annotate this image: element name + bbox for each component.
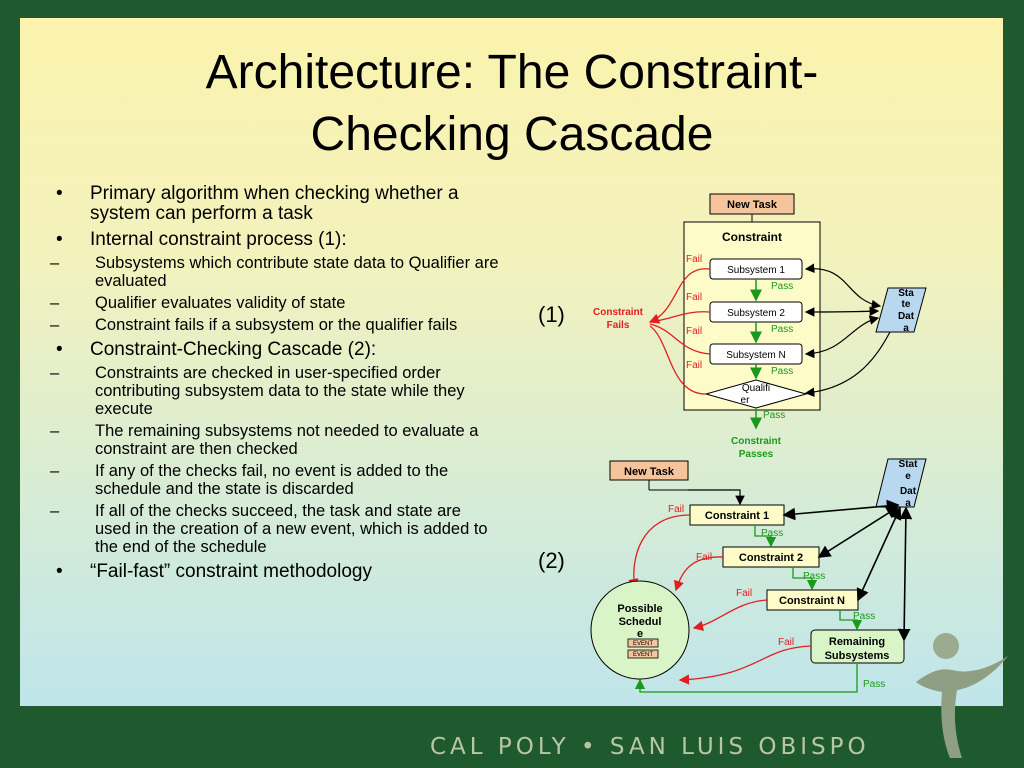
d1-qualifier-label-2: er xyxy=(741,395,751,406)
d2-remaining-label-2: Subsystems xyxy=(825,650,890,662)
d1-state-data-line: a xyxy=(903,323,909,334)
sub-bullet-item: Constraints are checked in user-specifie… xyxy=(50,364,500,418)
d2-constraint-n-label: Constraint N xyxy=(779,595,845,607)
d2-constraint-2-label: Constraint 2 xyxy=(739,552,803,564)
slide-title: Architecture: The Constraint- Checking C… xyxy=(0,42,1024,166)
d2-new-task-label: New Task xyxy=(624,466,675,478)
d2-pass-arrow xyxy=(754,525,777,548)
sub-bullet-item: The remaining subsystems not needed to e… xyxy=(50,422,500,458)
d1-constraint-title: Constraint xyxy=(722,230,782,244)
d2-schedule-line: Possible xyxy=(617,603,662,615)
d1-fail-curve xyxy=(648,268,711,324)
d1-state-link xyxy=(804,306,880,317)
d2-fail-curve xyxy=(678,645,812,685)
d2-fail-label: Fail xyxy=(696,552,712,563)
d1-qualifier-label-1: Qualifi xyxy=(742,383,770,394)
d1-fail-curve xyxy=(649,311,711,323)
d2-fail-label: Fail xyxy=(736,588,752,599)
d2-pass-label: Pass xyxy=(761,528,783,539)
sub-bullet-list: Constraints are checked in user-specifie… xyxy=(50,364,500,556)
d2-fail-label: Fail xyxy=(668,504,684,515)
d2-fail-curve xyxy=(692,599,768,632)
d1-pass-label: Pass xyxy=(771,281,793,292)
d1-constraint-passes-2: Passes xyxy=(739,449,774,460)
d1-fail-label: Fail xyxy=(686,254,702,265)
d2-state-link xyxy=(817,506,900,558)
d1-fail-label: Fail xyxy=(686,292,702,303)
d1-state-link xyxy=(804,331,891,397)
title-line-1: Architecture: The Constraint- xyxy=(205,46,819,99)
d1-subsystem-2-label: Subsystem 2 xyxy=(727,308,785,319)
diagram1-label: (1) xyxy=(538,302,565,327)
d2-state-data-line: a xyxy=(905,498,911,509)
sub-bullet-item: Constraint fails if a subsystem or the q… xyxy=(50,316,500,334)
d1-state-data-shape xyxy=(875,287,927,333)
d1-state-data-line: Sta xyxy=(898,288,914,299)
d2-schedule-circle xyxy=(590,580,690,680)
d1-state-link xyxy=(804,315,880,359)
d2-state-link xyxy=(782,499,900,521)
d1-pass-label: Pass xyxy=(763,410,785,421)
d2-event-box xyxy=(627,638,659,648)
d1-new-task-label: New Task xyxy=(727,199,778,211)
d2-state-data-line: Stat xyxy=(899,459,919,470)
d2-fail-curve xyxy=(673,556,724,592)
d1-state-data-line: te xyxy=(902,299,911,310)
d1-fail-curve xyxy=(649,325,707,395)
bullet-item: Constraint-Checking Cascade (2): Constra… xyxy=(50,340,500,557)
d2-pass-arrow xyxy=(634,663,858,693)
university-logo xyxy=(916,633,1008,758)
footer-text: CAL POLY • SAN LUIS OBISPO xyxy=(430,734,870,760)
bullet-item: Internal constraint process (1): Subsyst… xyxy=(50,230,500,335)
bullet-list: Primary algorithm when checking whether … xyxy=(50,184,500,588)
d2-state-link xyxy=(856,506,902,602)
d2-state-data-shape xyxy=(875,458,927,508)
d1-fail-label: Fail xyxy=(686,326,702,337)
sub-bullet-list: Subsystems which contribute state data t… xyxy=(50,254,500,334)
d2-schedule-line: Schedul xyxy=(619,616,662,628)
d1-constraint-passes-1: Constraint xyxy=(731,436,782,447)
d1-subsystem-1-label: Subsystem 1 xyxy=(727,265,785,276)
d2-state-data-line: e xyxy=(905,471,911,482)
sub-bullet-item: If any of the checks fail, no event is a… xyxy=(50,462,500,498)
d1-constraint-fails-2: Fails xyxy=(607,320,630,331)
d1-pass-label: Pass xyxy=(771,324,793,335)
d2-pass-arrow xyxy=(839,610,863,631)
d2-fail-curve xyxy=(628,514,691,590)
d2-remaining-label-1: Remaining xyxy=(829,636,885,648)
diagram2-label: (2) xyxy=(538,548,565,573)
d1-state-data-line: Dat xyxy=(898,311,915,322)
d1-constraint-fails-1: Constraint xyxy=(593,307,644,318)
d2-event-label: EVENT xyxy=(633,641,653,647)
d2-event-label: EVENT xyxy=(633,652,653,658)
d1-pass-label: Pass xyxy=(771,366,793,377)
d2-event-box xyxy=(627,649,659,659)
d2-state-link xyxy=(897,506,913,642)
sub-bullet-item: If all of the checks succeed, the task a… xyxy=(50,502,500,556)
d2-fail-label: Fail xyxy=(778,637,794,648)
d2-pass-arrow xyxy=(792,567,818,591)
d2-task-arrow xyxy=(688,489,745,506)
title-line-2: Checking Cascade xyxy=(310,108,714,161)
bullet-item: “Fail-fast” constraint methodology xyxy=(50,562,500,583)
d1-fail-label: Fail xyxy=(686,360,702,371)
bullet-item: Primary algorithm when checking whether … xyxy=(50,184,500,224)
sub-bullet-item: Qualifier evaluates validity of state xyxy=(50,294,500,312)
d2-pass-label: Pass xyxy=(853,611,875,622)
d1-state-link xyxy=(804,263,882,310)
d1-subsystem-n-label: Subsystem N xyxy=(726,350,785,361)
d2-schedule-line: e xyxy=(637,628,643,640)
d1-fail-curve xyxy=(649,323,711,355)
d2-state-data-line: Dat xyxy=(900,486,917,497)
sub-bullet-item: Subsystems which contribute state data t… xyxy=(50,254,500,290)
d2-pass-label: Pass xyxy=(803,571,825,582)
d2-pass-label: Pass xyxy=(863,679,885,690)
d2-constraint-1-label: Constraint 1 xyxy=(705,510,769,522)
